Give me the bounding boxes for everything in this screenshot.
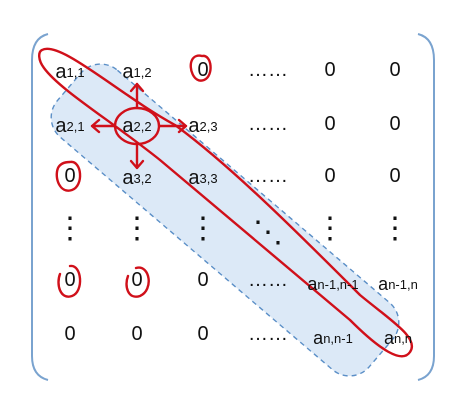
arrow-up [129,82,145,110]
cell-r1-c4: …… [248,58,288,81]
cell-r1-c6: 0 [389,58,401,81]
cell-r3-c1: 0 [64,164,76,187]
cell-r3-c4: …… [248,164,288,187]
cell-r4-c1: ⋮ [55,211,85,245]
right-bracket [417,33,435,381]
cell-r4-c6: ⋮ [380,211,410,245]
cell-r6-c4: …… [248,322,288,345]
cell-r6-c3: 0 [197,322,209,345]
zero-circle-r5c1 [57,264,82,298]
cell-r2-c4: …… [248,112,288,135]
cell-r4-c5: ⋮ [315,211,345,245]
cell-r3-c5: 0 [324,164,336,187]
cell-r2-c5: 0 [324,112,336,135]
cell-r5-c3: 0 [197,268,209,291]
cell-r2-c6: 0 [389,112,401,135]
zero-circle-r5c2 [125,266,150,298]
cell-r4-c3: ⋮ [188,211,218,245]
cell-r5-c2: 0 [131,268,143,291]
cell-r1-c3: 0 [197,58,209,81]
cell-r3-c6: 0 [389,164,401,187]
cell-r4-c2: ⋮ [122,211,152,245]
cell-r5-c4: …… [248,268,288,291]
arrow-left [90,118,117,134]
cell-r1-c5: 0 [324,58,336,81]
arrow-right [157,118,188,134]
cell-r5-c1: 0 [64,268,76,291]
zero-circle-r1c3 [189,54,212,82]
arrow-down [129,142,145,170]
cell-r4-c4: ⋱ [253,215,283,249]
left-bracket [31,33,49,381]
cell-r6-c2: 0 [131,322,143,345]
cell-r6-c1: 0 [64,322,76,345]
zero-circle-r3c1 [55,160,82,192]
